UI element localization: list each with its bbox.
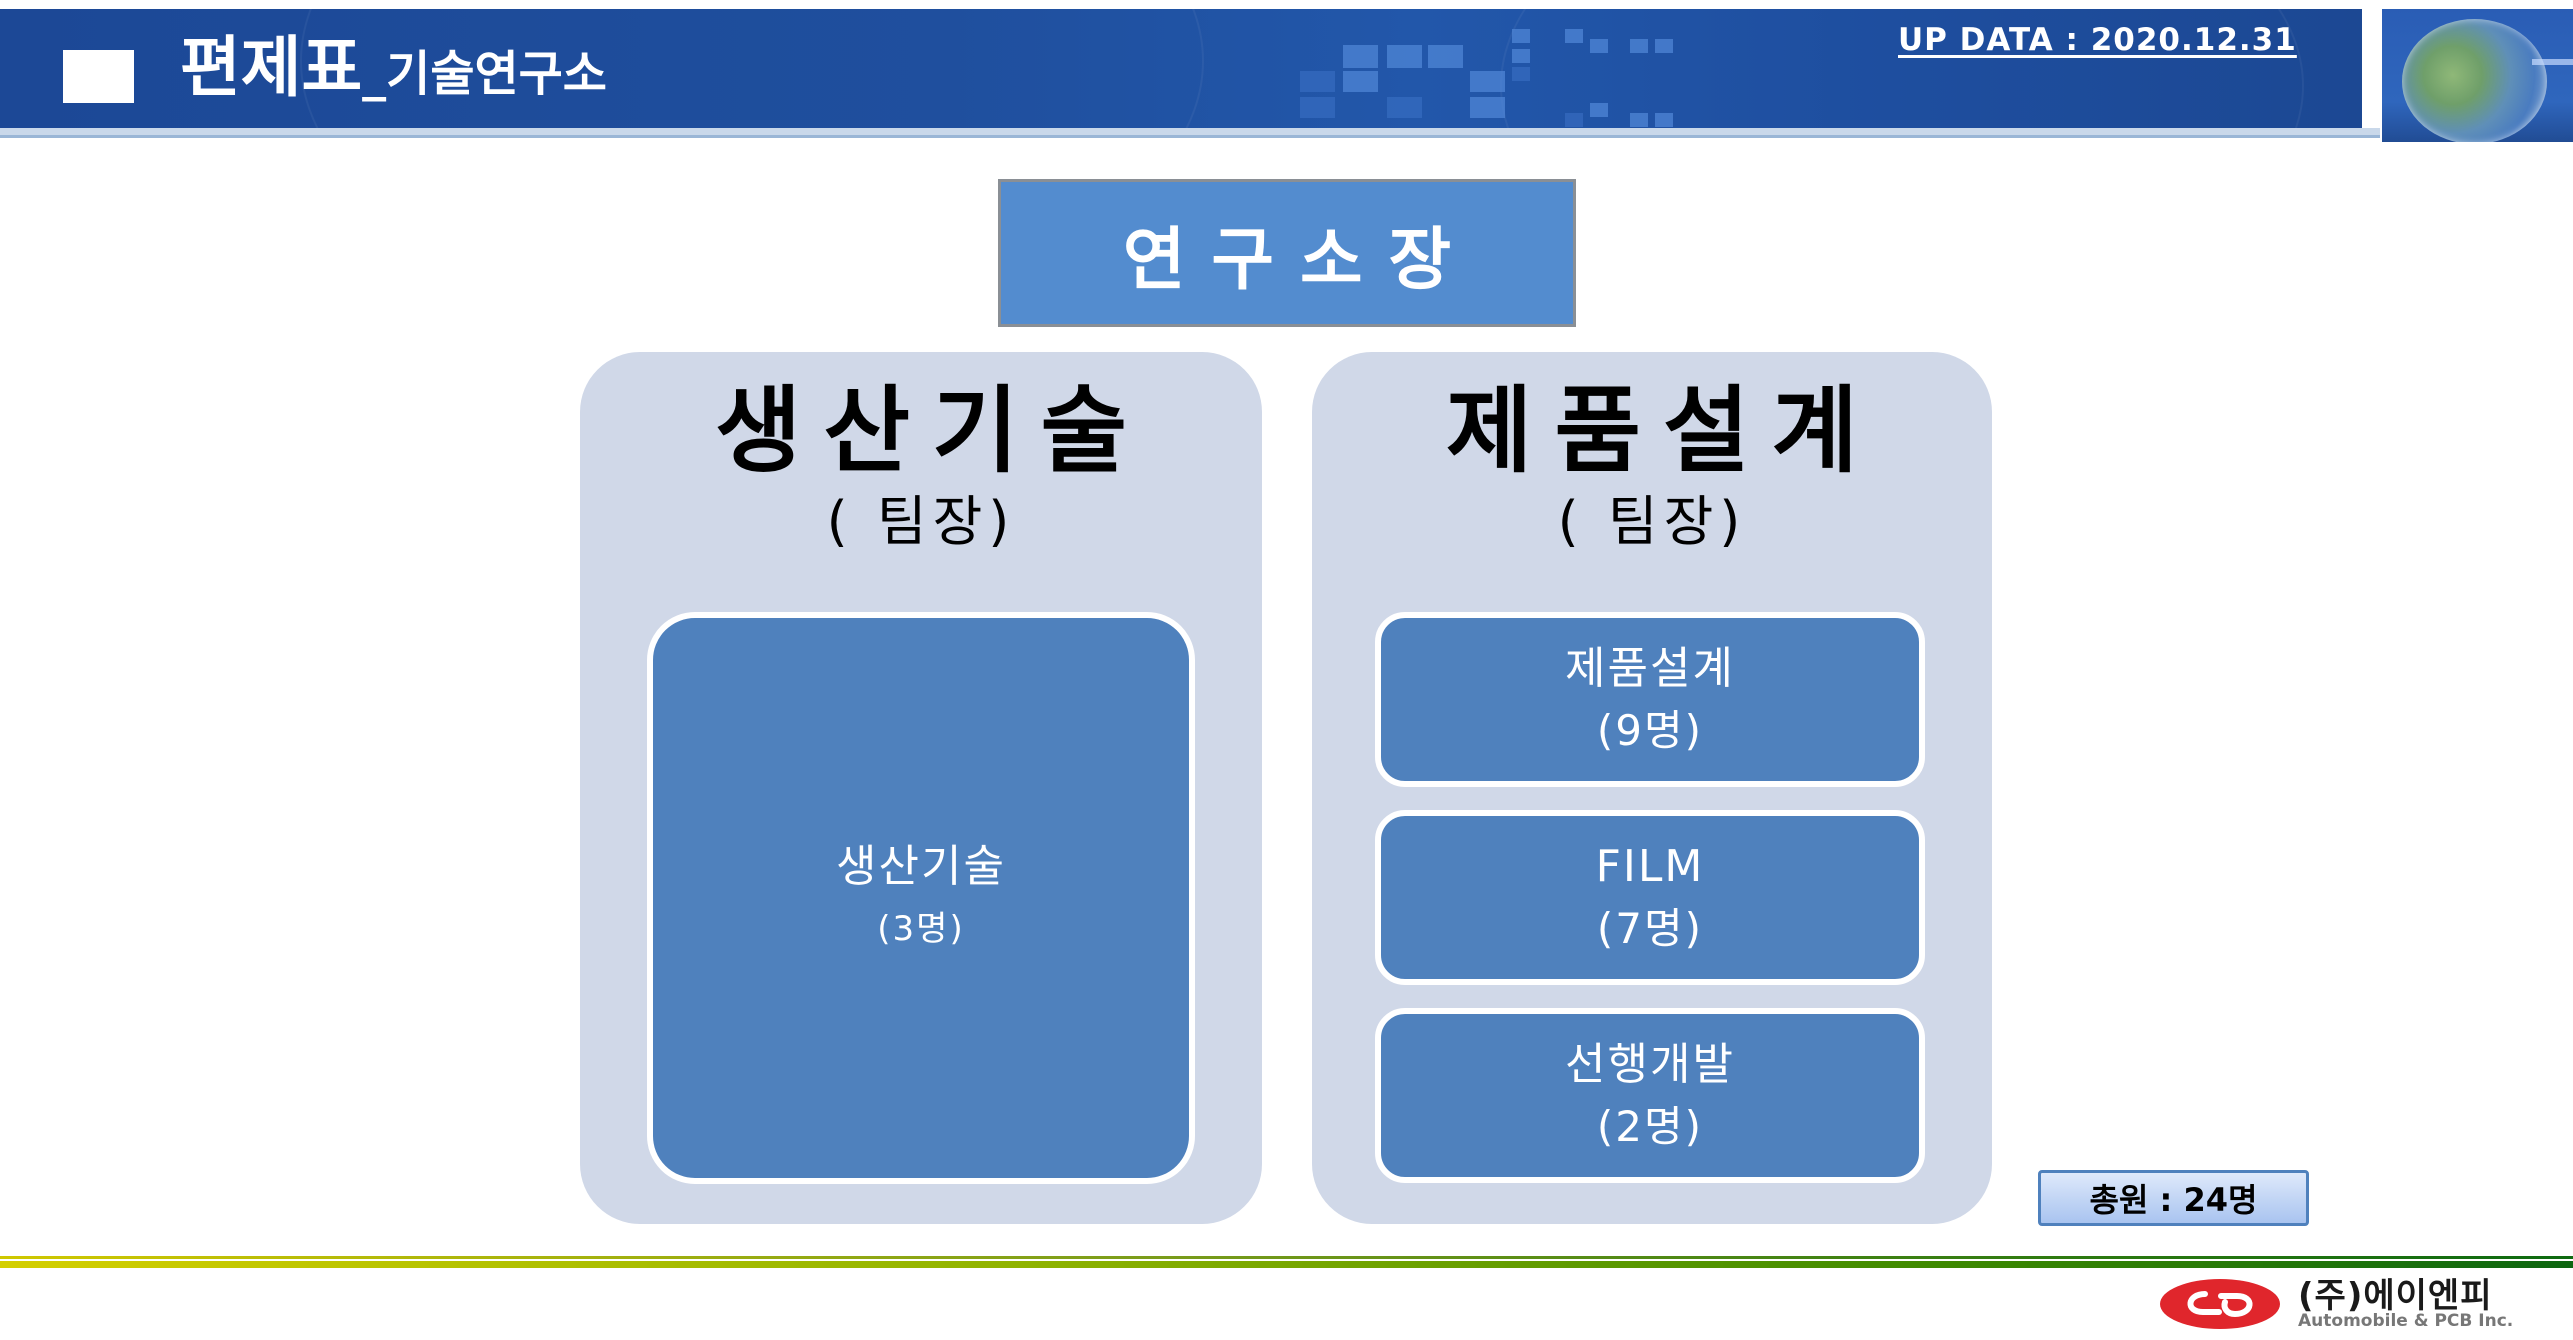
director-label: 연구소장 <box>1122 220 1478 300</box>
team-card-advanced-dev: 선행개발 (2명) <box>1375 1008 1925 1183</box>
team-card-product-design: 제품설계 (9명) <box>1375 612 1925 787</box>
company-logo-icon <box>2160 1279 2280 1329</box>
update-date: UP DATA : 2020.12.31 <box>1898 22 2297 58</box>
footer-divider <box>0 1256 2573 1259</box>
total-headcount-label: 총원 : 24명 <box>2089 1181 2258 1219</box>
page-title-sub: _기술연구소 <box>362 46 607 102</box>
team-count: (2명) <box>1596 1101 1704 1151</box>
team-card-film: FILM (7명) <box>1375 810 1925 985</box>
globe-icon <box>2402 19 2547 142</box>
team-name: FILM <box>1595 840 1705 892</box>
team-count: (7명) <box>1596 903 1704 953</box>
director-box: 연구소장 <box>998 179 1576 327</box>
group-title: 제품설계 <box>1446 377 1880 486</box>
team-count: (9명) <box>1596 705 1704 755</box>
globe-decoration <box>2532 59 2573 65</box>
header-divider <box>0 128 2380 138</box>
company-name: (주)에이엔피 <box>2298 1276 2493 1316</box>
group-role: ( 팀장) <box>1557 490 1747 553</box>
team-name: 생산기술 <box>836 841 1006 892</box>
title-bullet-icon <box>63 50 134 103</box>
team-name: 제품설계 <box>1565 642 1735 694</box>
globe-image <box>2382 9 2573 142</box>
group-role: ( 팀장) <box>826 490 1016 553</box>
header-decoration <box>300 9 1204 128</box>
company-english-name: Automobile & PCB Inc. <box>2298 1311 2514 1331</box>
group-title: 생산기술 <box>715 377 1149 486</box>
team-name: 선행개발 <box>1565 1038 1735 1090</box>
header-banner <box>0 9 2362 128</box>
logo-glyph-icon <box>2187 1291 2253 1318</box>
total-headcount-badge: 총원 : 24명 <box>2038 1170 2309 1226</box>
team-count: (3명) <box>877 909 965 949</box>
footer-divider <box>0 1261 2573 1268</box>
page-title-main: 편제표 <box>180 29 363 106</box>
team-card-production-tech: 생산기술 (3명) <box>647 612 1195 1184</box>
page-title: 편제표_기술연구소 <box>180 28 607 114</box>
